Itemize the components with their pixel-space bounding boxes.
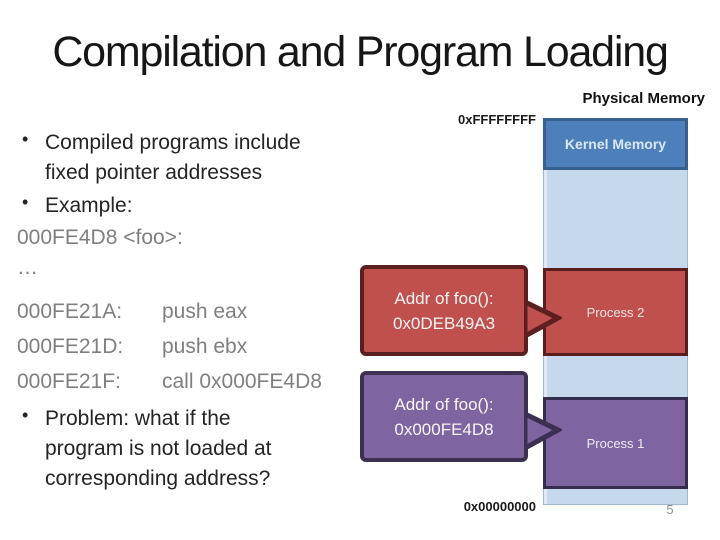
bullet-item: • Problem: what if the (0, 405, 231, 431)
bullet-item: • Compiled programs include (0, 129, 301, 155)
bullet-text-cont: corresponding address? (45, 467, 271, 490)
callout-line1: Addr of foo(): (394, 394, 494, 414)
callout-line1: Addr of foo(): (394, 288, 494, 308)
bullet-text: Example: (45, 194, 133, 217)
asm-line: 000FE21A: push eax (0, 300, 247, 324)
kernel-memory-label: Kernel Memory (564, 136, 667, 152)
bullet-glyph: • (22, 192, 29, 212)
code-line-ellipsis: … (17, 256, 38, 279)
bullet-glyph: • (22, 129, 29, 149)
physical-memory-column: Kernel Memory Process 2 Process 1 (543, 118, 688, 505)
bullet-text: Problem: what if the (45, 407, 231, 430)
physical-memory-label: Physical Memory (582, 90, 705, 107)
page-number: 5 (666, 502, 674, 517)
asm-instruction: call 0x000FE4D8 (162, 370, 322, 393)
asm-address: 000FE21F: (17, 370, 121, 393)
bullet-text: Compiled programs include (45, 131, 301, 154)
callout-line2: 0x0DEB49A3 (392, 313, 496, 333)
process1-block: Process 1 (543, 397, 688, 489)
process2-block: Process 2 (543, 268, 688, 356)
bullet-glyph: • (22, 405, 29, 425)
process1-label: Process 1 (586, 435, 645, 451)
asm-line: 000FE21F: call 0x000FE4D8 (0, 370, 322, 394)
callout-addr-foo-process1: Addr of foo(): 0x000FE4D8 (360, 371, 528, 462)
asm-address: 000FE21A: (17, 300, 123, 323)
asm-instruction: push eax (162, 300, 248, 323)
bullet-text-cont: fixed pointer addresses (45, 161, 263, 184)
bullet-item: • Example: (0, 192, 133, 218)
process2-label: Process 2 (586, 304, 645, 320)
asm-address: 000FE21D: (17, 335, 124, 358)
callout-addr-foo-process2: Addr of foo(): 0x0DEB49A3 (360, 265, 528, 356)
callout-line2: 0x000FE4D8 (394, 419, 494, 439)
address-top-label: 0xFFFFFFFF (458, 112, 536, 127)
code-line-foo: 000FE4D8 <foo>: (17, 226, 183, 249)
slide-title: Compilation and Program Loading (52, 28, 669, 76)
bullet-text-cont: program is not loaded at (45, 437, 272, 460)
asm-instruction: push ebx (162, 335, 248, 358)
callout-pointer-red (524, 298, 562, 340)
address-bottom-label: 0x00000000 (463, 499, 536, 514)
asm-line: 000FE21D: push ebx (0, 335, 247, 359)
kernel-memory-block: Kernel Memory (543, 118, 688, 170)
callout-pointer-purple (524, 410, 562, 452)
